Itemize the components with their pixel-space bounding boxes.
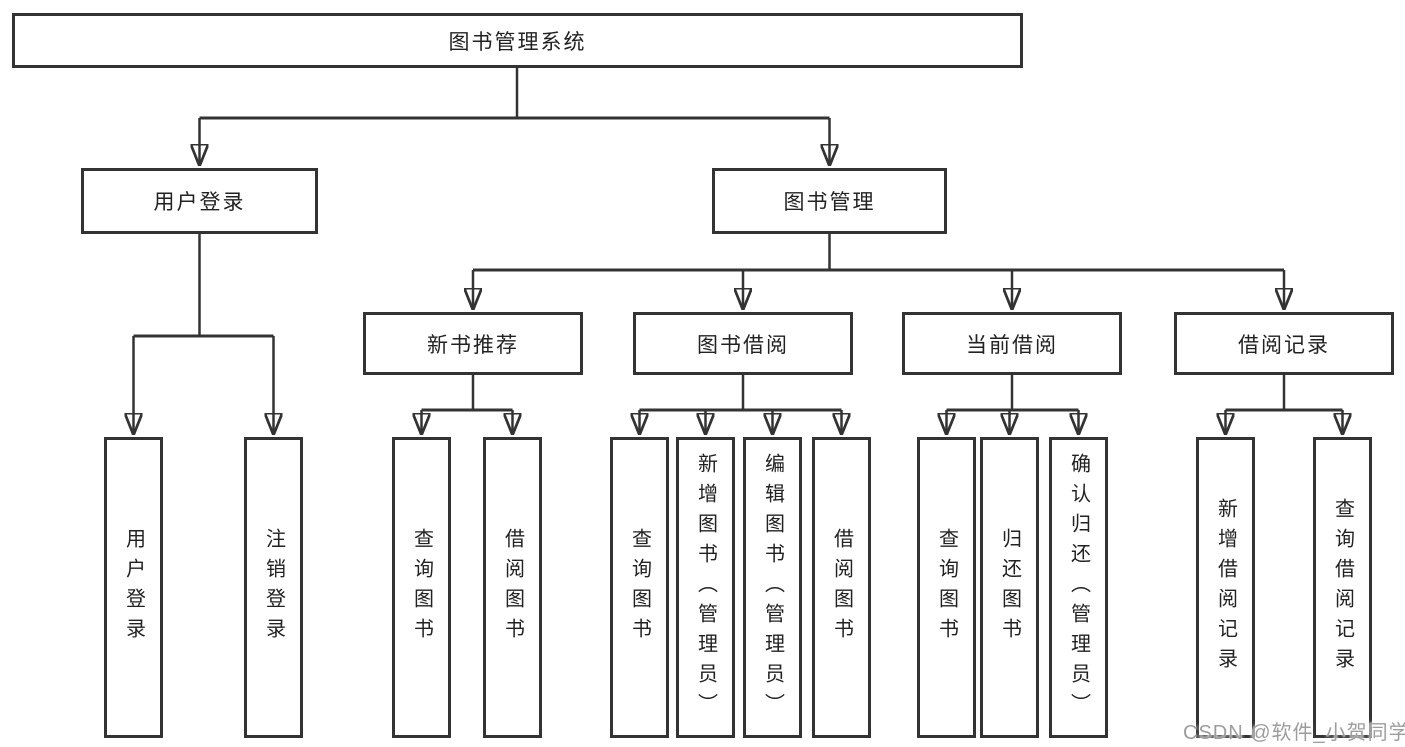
node-book-management: 图书管理 (712, 168, 947, 234)
leaf-cb-confirm-return-admin: 确认归还（管理员） (1049, 437, 1108, 738)
node-book-borrow: 图书借阅 (633, 312, 853, 375)
leaf-br-add-record: 新增借阅记录 (1196, 437, 1255, 738)
leaf-cb-query-books: 查询图书 (917, 437, 976, 738)
leaf-br-query-record: 查询借阅记录 (1313, 437, 1372, 738)
node-borrow-records: 借阅记录 (1174, 312, 1394, 375)
leaf-nbr-query-books: 查询图书 (392, 437, 451, 738)
leaf-cb-return-books: 归还图书 (980, 437, 1039, 738)
node-current-borrow: 当前借阅 (902, 312, 1122, 375)
leaf-bb-borrow-books: 借阅图书 (812, 437, 871, 738)
leaf-bb-edit-books-admin: 编辑图书（管理员） (743, 437, 802, 738)
node-new-book-recommend: 新书推荐 (363, 312, 583, 375)
leaf-user-login: 用户登录 (104, 437, 163, 738)
node-root-system: 图书管理系统 (12, 13, 1023, 68)
leaf-logout: 注销登录 (244, 437, 303, 738)
leaf-bb-query-books: 查询图书 (610, 437, 669, 738)
leaf-bb-add-books-admin: 新增图书（管理员） (676, 437, 735, 738)
node-user-login: 用户登录 (81, 168, 318, 234)
leaf-nbr-borrow-books: 借阅图书 (483, 437, 542, 738)
watermark: CSDN @软件_小贺同学 (1183, 722, 1405, 744)
